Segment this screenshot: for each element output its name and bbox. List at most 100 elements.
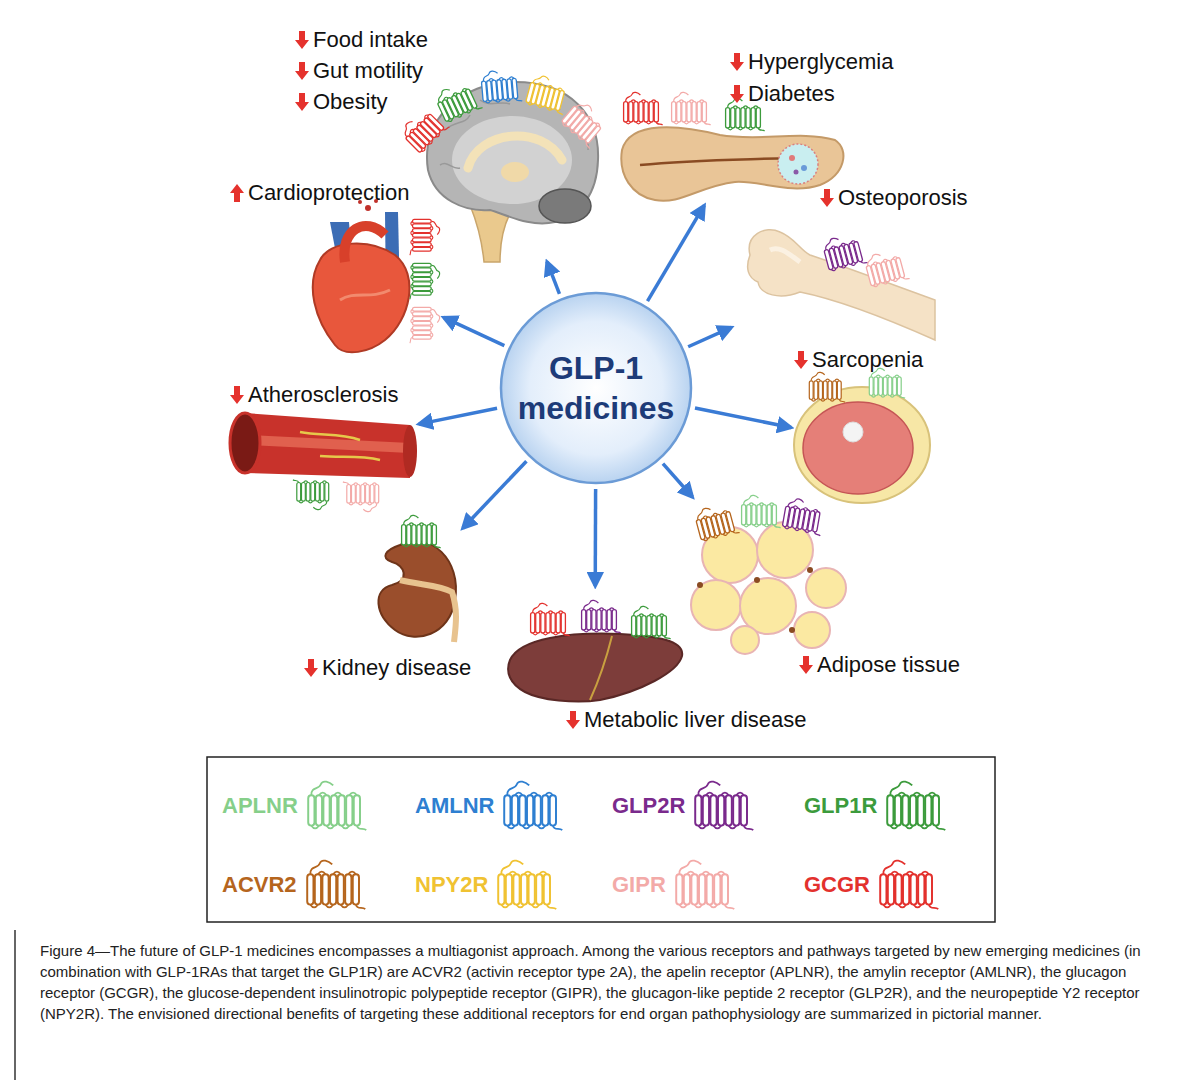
receptor-icon — [864, 247, 910, 289]
organ-panel: Cardioprotection — [305, 212, 440, 357]
hub-circle-shape — [501, 293, 691, 483]
receptor-icon — [410, 219, 440, 255]
outcome-arrow — [648, 205, 705, 301]
legend-entry: GLP1R — [804, 781, 947, 831]
islet-cell — [801, 165, 807, 171]
artery-wall — [245, 413, 410, 478]
receptor-icon — [293, 480, 329, 510]
outcome-arrow — [444, 317, 505, 345]
coronary — [340, 290, 390, 300]
muscle — [803, 402, 913, 494]
ureter — [400, 580, 456, 642]
organ-panel: Atherosclerosis — [228, 410, 415, 478]
receptor-icon — [672, 92, 711, 125]
legend-swatch — [302, 781, 368, 831]
outcome-label: Diabetes — [748, 81, 835, 107]
outcome-arrow — [688, 327, 731, 346]
legend-entry: AMLNR — [415, 781, 564, 831]
legend-swatch — [301, 860, 367, 910]
outcome-label: Sarcopenia — [812, 347, 923, 373]
decrease-arrow — [566, 711, 580, 729]
decrease-arrow — [304, 659, 318, 677]
brain-illustration — [399, 69, 611, 262]
receptor-icon — [782, 497, 826, 536]
liver — [508, 634, 682, 702]
artery-end — [403, 425, 417, 477]
organ-panel: HyperglycemiaDiabetes — [620, 105, 850, 202]
bone-illustration — [748, 230, 935, 340]
legend-swatch — [492, 860, 558, 910]
legend-label: AMLNR — [415, 793, 494, 819]
legend-entry: GIPR — [612, 860, 736, 910]
decrease-arrow — [230, 386, 244, 404]
islet-cell — [789, 155, 795, 161]
decrease-arrow — [820, 189, 834, 207]
nucleus — [697, 582, 703, 588]
heart-illustration — [313, 199, 440, 352]
hub-outline — [499, 291, 693, 485]
decrease-arrow — [295, 31, 309, 49]
outcome-label: Metabolic liver disease — [584, 707, 807, 733]
legend-swatch — [881, 781, 947, 831]
outcome-label: Cardioprotection — [248, 180, 409, 206]
aorta — [344, 226, 385, 262]
caption-bar — [14, 930, 16, 1080]
legend-label: GCGR — [804, 872, 870, 898]
legend-label: GIPR — [612, 872, 666, 898]
legend-entry: GLP2R — [612, 781, 755, 831]
outcome-arrow — [547, 262, 559, 294]
organ-panel: Metabolic liver disease — [505, 590, 685, 702]
outcome-arrow — [695, 408, 791, 427]
outcome-arrow — [463, 461, 527, 528]
outcome-label: Obesity — [313, 89, 388, 115]
outcome-label: Osteoporosis — [838, 185, 968, 211]
receptor-icon — [676, 861, 734, 910]
thalamus — [501, 162, 529, 182]
receptor-icon — [505, 782, 563, 831]
pancreas — [621, 127, 843, 201]
pancreas-illustration — [621, 92, 843, 200]
outcome-arrow — [593, 489, 597, 586]
hub-label: GLP-1 medicines — [516, 348, 676, 428]
legend-label: ACVR2 — [222, 872, 297, 898]
hub-circle: GLP-1 medicines — [499, 291, 693, 485]
decrease-arrow — [799, 656, 813, 674]
receptor-icon — [308, 782, 366, 831]
islet-cell — [794, 170, 799, 175]
receptor-icon — [809, 372, 845, 402]
outcome-label: Hyperglycemia — [748, 49, 894, 75]
femur — [748, 230, 935, 340]
plaque — [300, 432, 380, 460]
legend-frame — [207, 757, 995, 922]
islet — [778, 144, 818, 184]
decrease-arrow — [730, 53, 744, 71]
artery-opening — [230, 413, 260, 473]
figure-caption: Figure 4—The future of GLP-1 medicines e… — [40, 940, 1185, 1024]
legend-label: GLP2R — [612, 793, 685, 819]
heart — [313, 244, 410, 353]
fat-cell — [691, 580, 741, 630]
receptor-icon — [822, 231, 868, 273]
legend-swatch — [498, 781, 564, 831]
decrease-arrow — [295, 62, 309, 80]
adipose-illustration — [691, 495, 846, 654]
outcome-label: Food intake — [313, 27, 428, 53]
outcome-label: Kidney disease — [322, 655, 471, 681]
outcome-label: Atherosclerosis — [248, 382, 398, 408]
legend-swatch — [874, 860, 940, 910]
decrease-arrow — [730, 85, 744, 103]
artery-lumen — [250, 440, 410, 448]
receptor-icon — [869, 368, 905, 398]
muscle-illustration — [794, 368, 930, 503]
organ-panel: Kidney disease — [370, 515, 460, 642]
receptor-icon — [343, 482, 379, 512]
bone-core — [843, 422, 863, 442]
legend-swatch — [689, 781, 755, 831]
receptor-icon — [410, 263, 440, 299]
fat-cell — [806, 568, 846, 608]
receptor-icon — [696, 782, 754, 831]
decrease-arrow — [794, 351, 808, 369]
fat-layer — [794, 387, 930, 503]
legend-label: NPY2R — [415, 872, 488, 898]
